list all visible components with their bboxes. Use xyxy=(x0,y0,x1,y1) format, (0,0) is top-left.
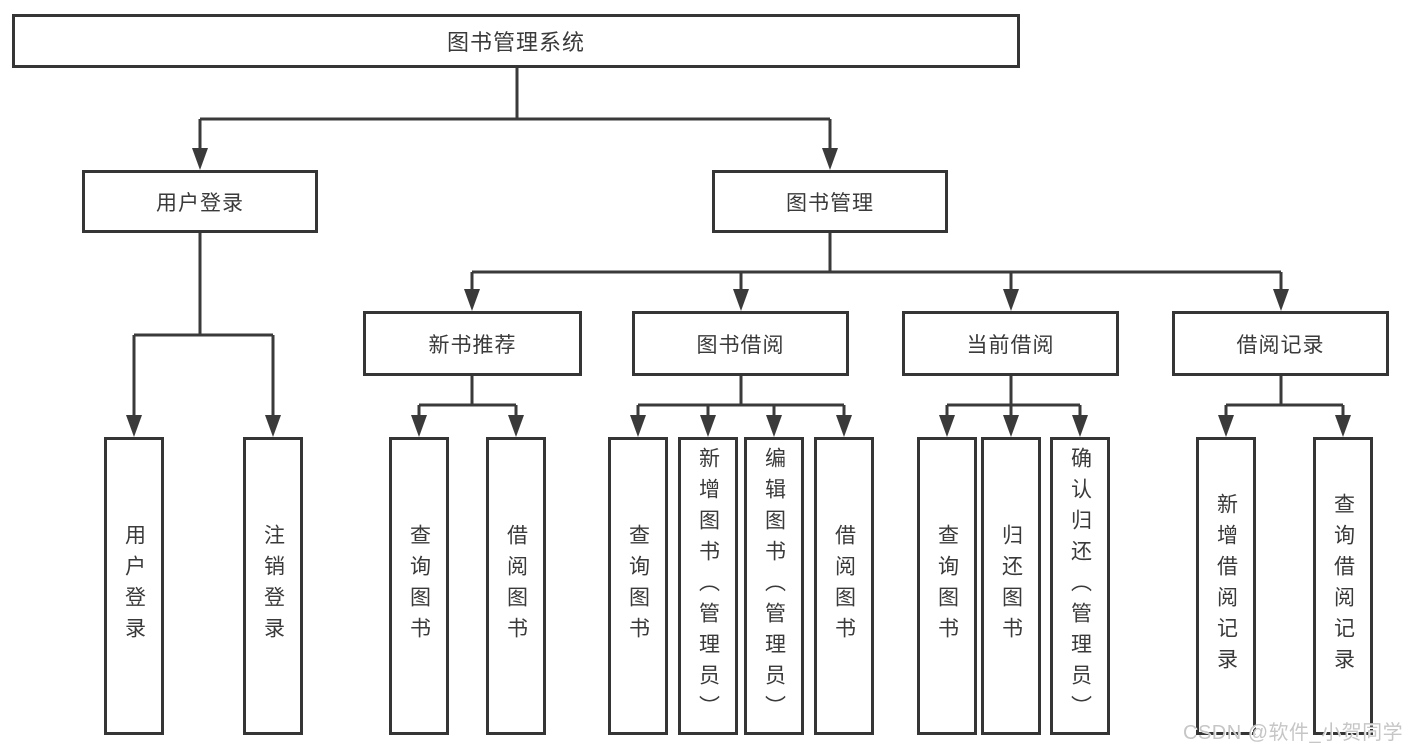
leaf-current-confirm-return-admin: 确认归还（管理员） xyxy=(1050,437,1110,735)
node-label: 图书管理 xyxy=(786,191,874,215)
leaf-borrowing-edit-books-admin: 编辑图书（管理员） xyxy=(744,437,804,735)
node-label: 借阅图书 xyxy=(832,524,856,648)
node-label: 编辑图书（管理员） xyxy=(762,446,786,726)
leaf-current-return-books: 归还图书 xyxy=(981,437,1041,735)
node-label: 新增图书（管理员） xyxy=(696,446,720,726)
leaf-borrowing-borrow-books: 借阅图书 xyxy=(814,437,874,735)
node-user-login: 用户登录 xyxy=(82,170,318,233)
node-label: 查询图书 xyxy=(626,524,650,648)
leaf-records-add-borrow-record: 新增借阅记录 xyxy=(1196,437,1256,735)
node-label: 借阅记录 xyxy=(1236,333,1325,357)
node-borrowing-records: 借阅记录 xyxy=(1172,311,1389,376)
node-label: 查询图书 xyxy=(935,524,959,648)
node-label: 归还图书 xyxy=(999,524,1023,648)
leaf-current-query-books: 查询图书 xyxy=(917,437,977,735)
leaf-recommend-borrow-books: 借阅图书 xyxy=(486,437,546,735)
node-label: 新书推荐 xyxy=(428,333,517,357)
leaf-user-login: 用户登录 xyxy=(104,437,164,735)
node-system-root: 图书管理系统 xyxy=(12,14,1020,68)
connector-borrowing-records-children xyxy=(1218,376,1351,437)
node-label: 注销登录 xyxy=(261,524,285,648)
node-label: 用户登录 xyxy=(156,191,244,215)
connector-user-login-children xyxy=(126,233,281,437)
connector-book-borrowing-children xyxy=(630,376,852,437)
node-label: 当前借阅 xyxy=(966,333,1055,357)
leaf-logout: 注销登录 xyxy=(243,437,303,735)
node-label: 图书管理系统 xyxy=(446,30,585,55)
leaf-records-query-borrow-record: 查询借阅记录 xyxy=(1313,437,1373,735)
leaf-recommend-query-books: 查询图书 xyxy=(389,437,449,735)
node-new-book-recommendation: 新书推荐 xyxy=(363,311,582,376)
connector-new-book-recommendation-children xyxy=(411,376,524,437)
csdn-watermark: CSDN @软件_小贺同学 xyxy=(1183,722,1404,744)
node-label: 查询借阅记录 xyxy=(1331,493,1355,679)
node-label: 图书借阅 xyxy=(696,333,785,357)
node-label: 用户登录 xyxy=(122,524,146,648)
node-label: 确认归还（管理员） xyxy=(1068,446,1092,726)
node-label: 新增借阅记录 xyxy=(1214,493,1238,679)
connector-root-to-level2 xyxy=(192,68,838,170)
node-current-borrowing: 当前借阅 xyxy=(902,311,1119,376)
connector-book-management-children xyxy=(464,233,1289,311)
node-label: 查询图书 xyxy=(407,524,431,648)
node-book-borrowing: 图书借阅 xyxy=(632,311,849,376)
leaf-borrowing-query-books: 查询图书 xyxy=(608,437,668,735)
leaf-borrowing-add-books-admin: 新增图书（管理员） xyxy=(678,437,738,735)
node-label: 借阅图书 xyxy=(504,524,528,648)
connector-current-borrowing-children xyxy=(939,376,1088,437)
node-book-management: 图书管理 xyxy=(712,170,948,233)
